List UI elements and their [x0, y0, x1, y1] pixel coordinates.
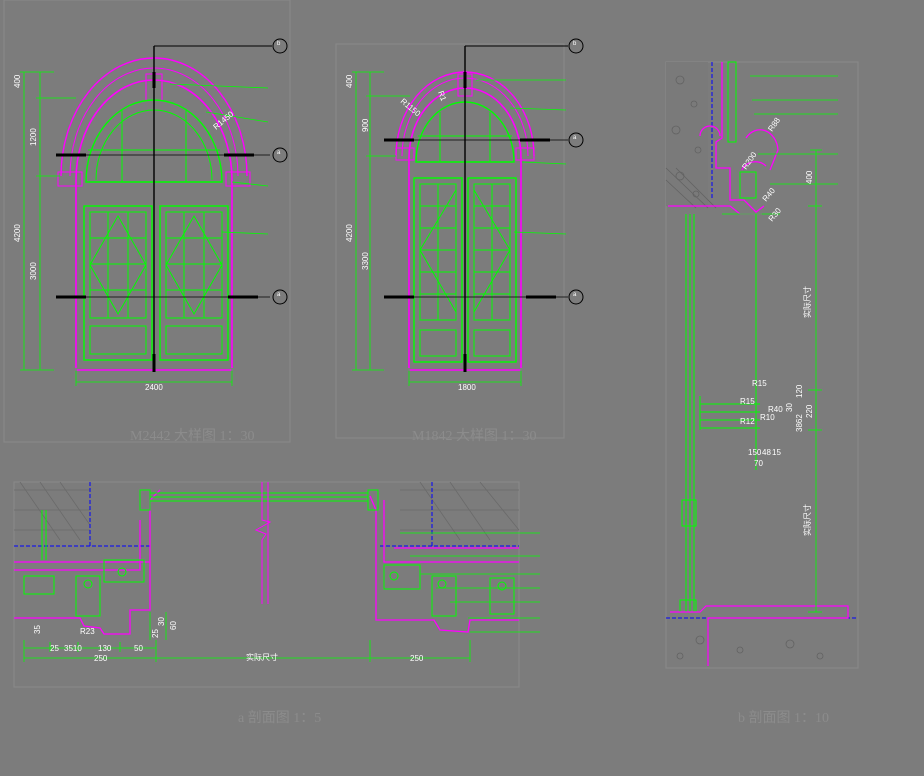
section-a-title: a 剖面图 1：5 — [238, 710, 321, 726]
sec-b-dim-r200: R200 — [740, 150, 759, 171]
sec-b-dim-15: 15 — [772, 448, 781, 457]
sec-b-dim-r10: R10 — [760, 413, 775, 422]
sec-a-dim-250-left: 250 — [94, 654, 108, 663]
m1842-dim-900: 900 — [361, 118, 370, 132]
sec-b-dim-r30: R30 — [767, 206, 784, 223]
m2442-elevation: 400 1200 4200 3000 2400 R1450 M2442 大样图 … — [3, 0, 291, 444]
sec-a-dim-50: 50 — [134, 644, 143, 653]
sec-b-dim-r12: R12 — [740, 417, 755, 426]
marker-4: b — [568, 38, 584, 54]
sec-b-dim-48: 48 — [762, 448, 771, 457]
m2442-dim-400: 400 — [13, 74, 22, 88]
m2442-leaf-right — [159, 205, 229, 361]
marker-6: a — [568, 289, 584, 305]
m2442-dim-4200: 4200 — [13, 224, 22, 242]
m2442-capital-right — [225, 171, 251, 187]
sec-a-dim-130: 130 — [98, 644, 112, 653]
sec-a-site-size: 实际尺寸 — [246, 652, 278, 662]
sec-b-dim-400: 400 — [805, 170, 814, 184]
svg-text:a: a — [573, 135, 577, 141]
sec-a-dim-r23: R23 — [80, 627, 95, 636]
marker-2: a — [272, 147, 288, 163]
sec-b-dim-r88: R88 — [766, 116, 782, 134]
sec-b-site-size-lower: 实际尺寸 — [802, 504, 812, 536]
svg-text:b: b — [573, 41, 577, 47]
svg-text:a: a — [277, 150, 281, 156]
section-a-border — [13, 481, 520, 688]
svg-text:b: b — [277, 41, 281, 47]
sec-b-dim-r40: R40 — [761, 186, 778, 203]
m2442-dim-width: 2400 — [145, 383, 163, 392]
sec-a-dim-3510: 3510 — [64, 644, 82, 653]
m2442-dim-3000: 3000 — [29, 262, 38, 280]
marker-5: a — [568, 132, 584, 148]
sec-b-dim-220: 220 — [805, 404, 814, 418]
sec-b-dim-r40b: R40 — [768, 405, 783, 414]
m1842-dim-400: 400 — [345, 74, 354, 88]
m1842-dim-4200: 4200 — [345, 224, 354, 242]
m2442-transom — [85, 99, 223, 183]
m2442-title: M2442 大样图 1：30 — [130, 428, 254, 444]
sec-b-dim-30: 30 — [785, 403, 794, 412]
m1842-border — [335, 43, 565, 439]
m2442-outer-frame — [75, 79, 233, 371]
svg-text:a: a — [277, 292, 281, 298]
m1842-outer-frame — [408, 87, 522, 371]
m1842-dim-width: 1800 — [458, 383, 476, 392]
section-a: 25 3510 130 50 250 250 25 30 60 35 R23 实… — [13, 481, 540, 726]
sec-a-dim-25: 25 — [50, 644, 59, 653]
sec-b-dim-r15a: R15 — [752, 379, 767, 388]
sec-a-dim-250-right: 250 — [410, 654, 424, 663]
svg-text:a: a — [573, 292, 577, 298]
m2442-border — [3, 0, 291, 443]
sec-b-dim-70: 70 — [754, 459, 763, 468]
sec-b-dim-120: 120 — [795, 384, 804, 398]
m1842-title: M1842 大样图 1：30 — [412, 428, 536, 444]
m2442-capital-left — [57, 171, 83, 187]
sec-a-dim-35: 35 — [33, 625, 42, 634]
section-b: R88 R200 R40 R30 400 R15 R15 R40 R12 R10… — [665, 61, 859, 726]
sec-b-site-size-upper: 实际尺寸 — [802, 286, 812, 318]
sec-b-dim-r15b: R15 — [740, 397, 755, 406]
m1842-dim-3300: 3300 — [361, 252, 370, 270]
marker-3: a — [272, 289, 288, 305]
section-b-border — [665, 61, 859, 669]
m1842-transom — [415, 101, 515, 163]
m1842-elevation: 400 900 4200 3300 1800 R1150 R1 M1842 大样… — [335, 43, 568, 444]
m1842-capital-left — [395, 147, 415, 161]
sec-b-dim-3862: 3862 — [795, 414, 804, 432]
m1842-leaf-left — [413, 177, 463, 363]
m1842-dim-radius-top: R1 — [436, 90, 448, 103]
m1842-capital-right — [515, 147, 535, 161]
section-b-title: b 剖面图 1：10 — [738, 710, 829, 726]
marker-1: b — [272, 38, 288, 54]
section-markers: b a a b a a — [272, 38, 584, 305]
m1842-leaf-right — [467, 177, 517, 363]
sec-b-dim-150: 150 — [748, 448, 762, 457]
m2442-dim-1200: 1200 — [29, 128, 38, 146]
sec-a-dim-60v: 60 — [169, 621, 178, 630]
sec-a-dim-30v: 30 — [157, 617, 166, 626]
m2442-leaf-left — [83, 205, 153, 361]
sec-a-dim-25v: 25 — [151, 629, 160, 638]
